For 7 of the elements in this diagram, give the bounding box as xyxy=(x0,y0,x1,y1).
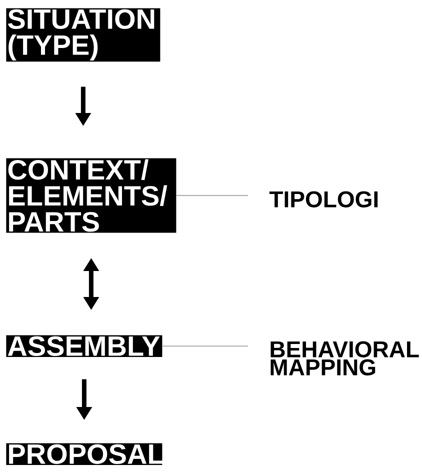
step-box: SITUATION (TYPE) xyxy=(6,8,160,62)
step-box: ASSEMBLY xyxy=(6,335,162,358)
side-label: BEHAVIORAL MAPPING xyxy=(270,341,419,376)
side-label: TIPOLOGI xyxy=(269,191,378,208)
step-box: CONTEXT/ ELEMENTS/ PARTS xyxy=(6,158,176,233)
connector-line xyxy=(162,346,248,347)
connector-line xyxy=(176,194,248,196)
